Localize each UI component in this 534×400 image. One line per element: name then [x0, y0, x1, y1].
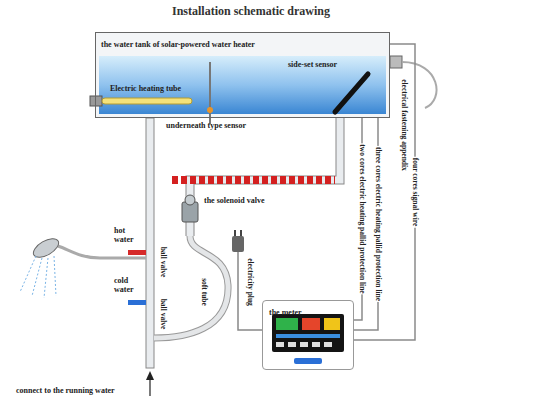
part-label: electricity plug [246, 258, 255, 306]
plug-body [232, 236, 244, 252]
screen-segment [324, 318, 340, 330]
spray-line [20, 256, 36, 292]
hot-valve-handle [128, 250, 146, 255]
spray-line [32, 258, 42, 296]
meter-button [276, 342, 284, 347]
screen-segment [302, 318, 320, 330]
screen-segment [276, 334, 340, 338]
side-set-sensor [335, 74, 368, 112]
shower-spray [20, 256, 56, 298]
water-tank: the water tank of solar-powered water he… [95, 32, 390, 118]
part-label: the solenoid valve [204, 196, 264, 205]
sensor-tip [207, 107, 213, 113]
inlet-arrowhead [146, 371, 154, 380]
diagram-title: Installation schematic drawing [172, 5, 330, 19]
meter-buttons [276, 342, 332, 347]
part-label: cold water [114, 276, 144, 294]
tank-water [99, 56, 386, 114]
meter-box: the meter [262, 300, 354, 370]
part-label: Electric heating tube [110, 84, 181, 93]
soft-tube-outline [154, 236, 228, 338]
box-label: the meter [269, 308, 302, 317]
fastening-appendix [390, 56, 402, 68]
part-label: underneath type sensor [166, 121, 246, 130]
cold-valve-handle [128, 300, 146, 305]
wire-label: three cores electric heating pallid prot… [374, 146, 383, 302]
note-label: connect to the running water [16, 386, 115, 395]
plug-pin [240, 230, 242, 236]
signal-wire [354, 44, 415, 340]
heating-tube [102, 98, 192, 104]
meter-body [262, 300, 354, 370]
spray-line [44, 258, 48, 298]
meter-button [300, 342, 308, 347]
underneath-sensor [209, 62, 211, 124]
part-label: side-set sensor [288, 60, 337, 69]
heating-band [172, 176, 335, 184]
part-label: soft tube [200, 278, 209, 306]
power-cord [238, 252, 262, 330]
box-label: the water tank of solar-powered water he… [101, 40, 255, 49]
plug-pin [234, 230, 236, 236]
tank-body [95, 32, 390, 118]
hot-pipe [146, 118, 154, 368]
solenoid-coil [185, 195, 195, 205]
meter-button [312, 342, 320, 347]
heating-tube-cap [90, 96, 102, 106]
meter-button [324, 342, 332, 347]
shower-arm [58, 246, 146, 258]
screen-segment [276, 318, 298, 330]
meter-logo [294, 358, 322, 364]
spray-line [54, 256, 56, 296]
meter-button [288, 342, 296, 347]
part-label: electrical fastening appendix [400, 79, 409, 171]
part-label: ball valve [159, 299, 168, 330]
meter-screen [272, 314, 344, 352]
wire-label: four cores signal wire [411, 157, 420, 228]
part-label: ball valve [159, 247, 168, 278]
wire-label: two cores electric heating pallid protec… [358, 143, 367, 294]
soft-tube [154, 236, 228, 338]
part-label: hot water [114, 226, 144, 244]
